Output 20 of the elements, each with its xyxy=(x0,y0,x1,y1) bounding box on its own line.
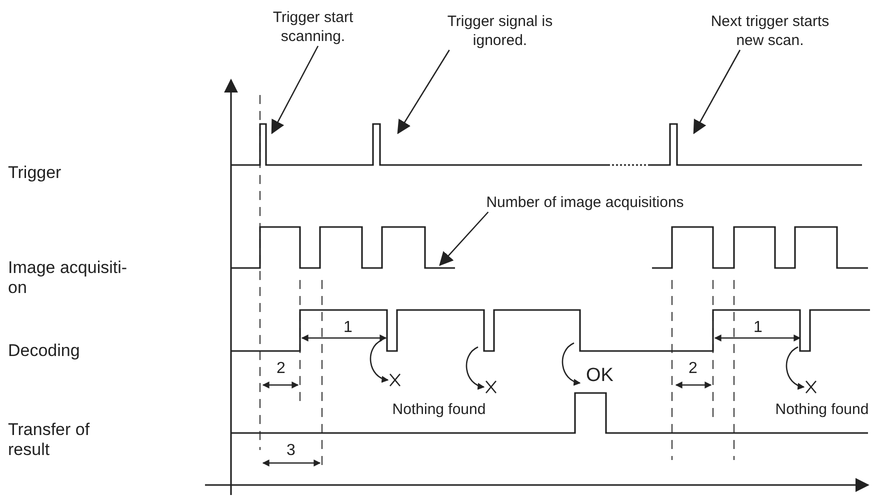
signal-name: Transfer of result xyxy=(8,420,91,460)
signal-name: Image acquisiti- on xyxy=(8,258,128,298)
annotation-text: Trigger start scanning. xyxy=(253,8,373,46)
dimension-number: 1 xyxy=(342,318,354,337)
signal-name: Decoding xyxy=(8,341,81,361)
leader-line xyxy=(397,50,450,134)
leader-line xyxy=(439,212,489,266)
result-text: Nothing found xyxy=(391,400,487,419)
leader-line xyxy=(693,50,741,134)
dimension-number: 2 xyxy=(276,359,286,378)
signal-name: Trigger xyxy=(8,163,62,183)
result-text: Nothing found xyxy=(774,400,870,419)
leader-line xyxy=(271,46,319,134)
dimension-number: 2 xyxy=(688,359,698,378)
annotation-text: Next trigger starts new scan. xyxy=(705,12,835,50)
annotation-text: Trigger signal is ignored. xyxy=(430,12,570,50)
annotation-text: Number of image acquisitions xyxy=(420,193,750,212)
dimension-number: 1 xyxy=(752,318,764,337)
dimension-number: 3 xyxy=(286,441,296,460)
result-text: OK xyxy=(586,366,614,386)
